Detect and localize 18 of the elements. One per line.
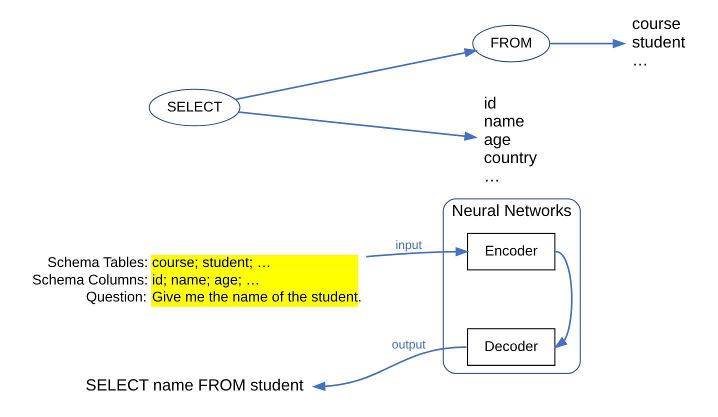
node-text: id name age country … xyxy=(484,94,538,186)
node-label: Question: xyxy=(86,290,147,306)
edge-label: output xyxy=(392,338,426,352)
edge-label: input xyxy=(396,238,422,252)
node-ellipse: SELECT xyxy=(148,88,240,126)
arrow xyxy=(238,111,478,141)
node-label: Schema Tables: xyxy=(47,255,148,272)
node-box: Decoder xyxy=(467,328,556,366)
arrow xyxy=(366,247,470,258)
arrow xyxy=(554,250,573,348)
node-box: Encoder xyxy=(467,232,556,270)
node-text: SELECT name FROM student xyxy=(86,376,304,394)
arrow xyxy=(312,346,467,391)
node-ellipse: FROM xyxy=(472,24,550,62)
arrow xyxy=(235,48,478,100)
node-text: course student … xyxy=(632,15,686,70)
arrow xyxy=(550,38,626,48)
node-label: Schema Columns: xyxy=(32,272,148,288)
